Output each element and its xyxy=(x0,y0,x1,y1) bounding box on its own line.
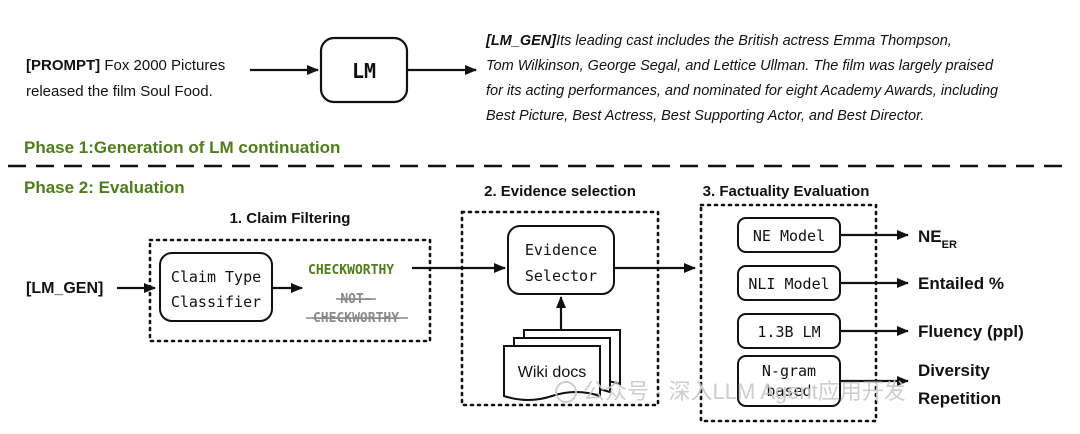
lm-label: LM xyxy=(352,59,376,83)
wechat-icon xyxy=(555,381,577,403)
factuality-region xyxy=(699,203,878,423)
evidence-selector-line1: Evidence xyxy=(525,241,597,259)
repetition-output: Repetition xyxy=(918,389,1001,408)
ne-output: NE xyxy=(918,227,942,246)
wiki-docs-icon xyxy=(503,329,621,401)
evidence-selection-region xyxy=(460,210,660,407)
lm-gen-line2: Tom Wilkinson, George Segal, and Lettice… xyxy=(486,58,994,74)
wiki-docs-label: Wiki docs xyxy=(518,364,586,381)
watermark: 公众号 · 深入LLM Agent应用开发 xyxy=(555,379,906,404)
evidence-selector-line2: Selector xyxy=(525,267,597,285)
ngram-label-line2: based xyxy=(766,382,811,400)
claim-type-classifier-box xyxy=(159,252,273,322)
lm-gen-tag: [LM_GEN] xyxy=(485,33,557,49)
ne-er-output: NEER xyxy=(918,227,957,251)
prompt-text-line2: released the film Soul Food. xyxy=(26,83,213,100)
phase2-title: Phase 2: Evaluation xyxy=(24,178,185,197)
factuality-title: 3. Factuality Evaluation xyxy=(703,183,870,200)
ne-output-subscript: ER xyxy=(942,239,957,251)
diversity-output: Diversity xyxy=(918,361,990,380)
lm-1-3b-label: 1.3B LM xyxy=(757,323,820,341)
claim-filtering-title: 1. Claim Filtering xyxy=(230,210,351,227)
lm-box xyxy=(319,36,409,104)
entailed-output: Entailed % xyxy=(918,274,1004,293)
fluency-output: Fluency (ppl) xyxy=(918,322,1024,341)
lm-gen-line4: Best Picture, Best Actress, Best Support… xyxy=(486,108,924,124)
evidence-selection-title: 2. Evidence selection xyxy=(484,183,636,200)
prompt-text: Fox 2000 Pictures xyxy=(104,57,225,74)
prompt-text-line1: [PROMPT] Fox 2000 Pictures xyxy=(26,57,225,74)
phase2-input-label: [LM_GEN] xyxy=(26,280,103,297)
classifier-label-line2: Classifier xyxy=(171,293,261,311)
phase1-title: Phase 1:Generation of LM continuation xyxy=(24,138,340,157)
claim-filtering-region xyxy=(148,238,432,343)
classifier-label-line1: Claim Type xyxy=(171,268,261,286)
ngram-label-line1: N-gram xyxy=(762,362,816,380)
lm-gen-line3: for its acting performances, and nominat… xyxy=(486,83,998,99)
evidence-selector-box xyxy=(507,225,615,295)
ne-model-label: NE Model xyxy=(753,227,825,245)
checkworthy-label: CHECKWORTHY xyxy=(308,263,394,278)
prompt-tag: [PROMPT] xyxy=(26,57,100,74)
lm-gen-text: Its leading cast includes the British ac… xyxy=(556,33,952,49)
nli-model-label: NLI Model xyxy=(748,275,829,293)
watermark-text: 公众号 · 深入LLM Agent应用开发 xyxy=(583,379,906,404)
lm-gen-line1: [LM_GEN]Its leading cast includes the Br… xyxy=(485,33,952,49)
